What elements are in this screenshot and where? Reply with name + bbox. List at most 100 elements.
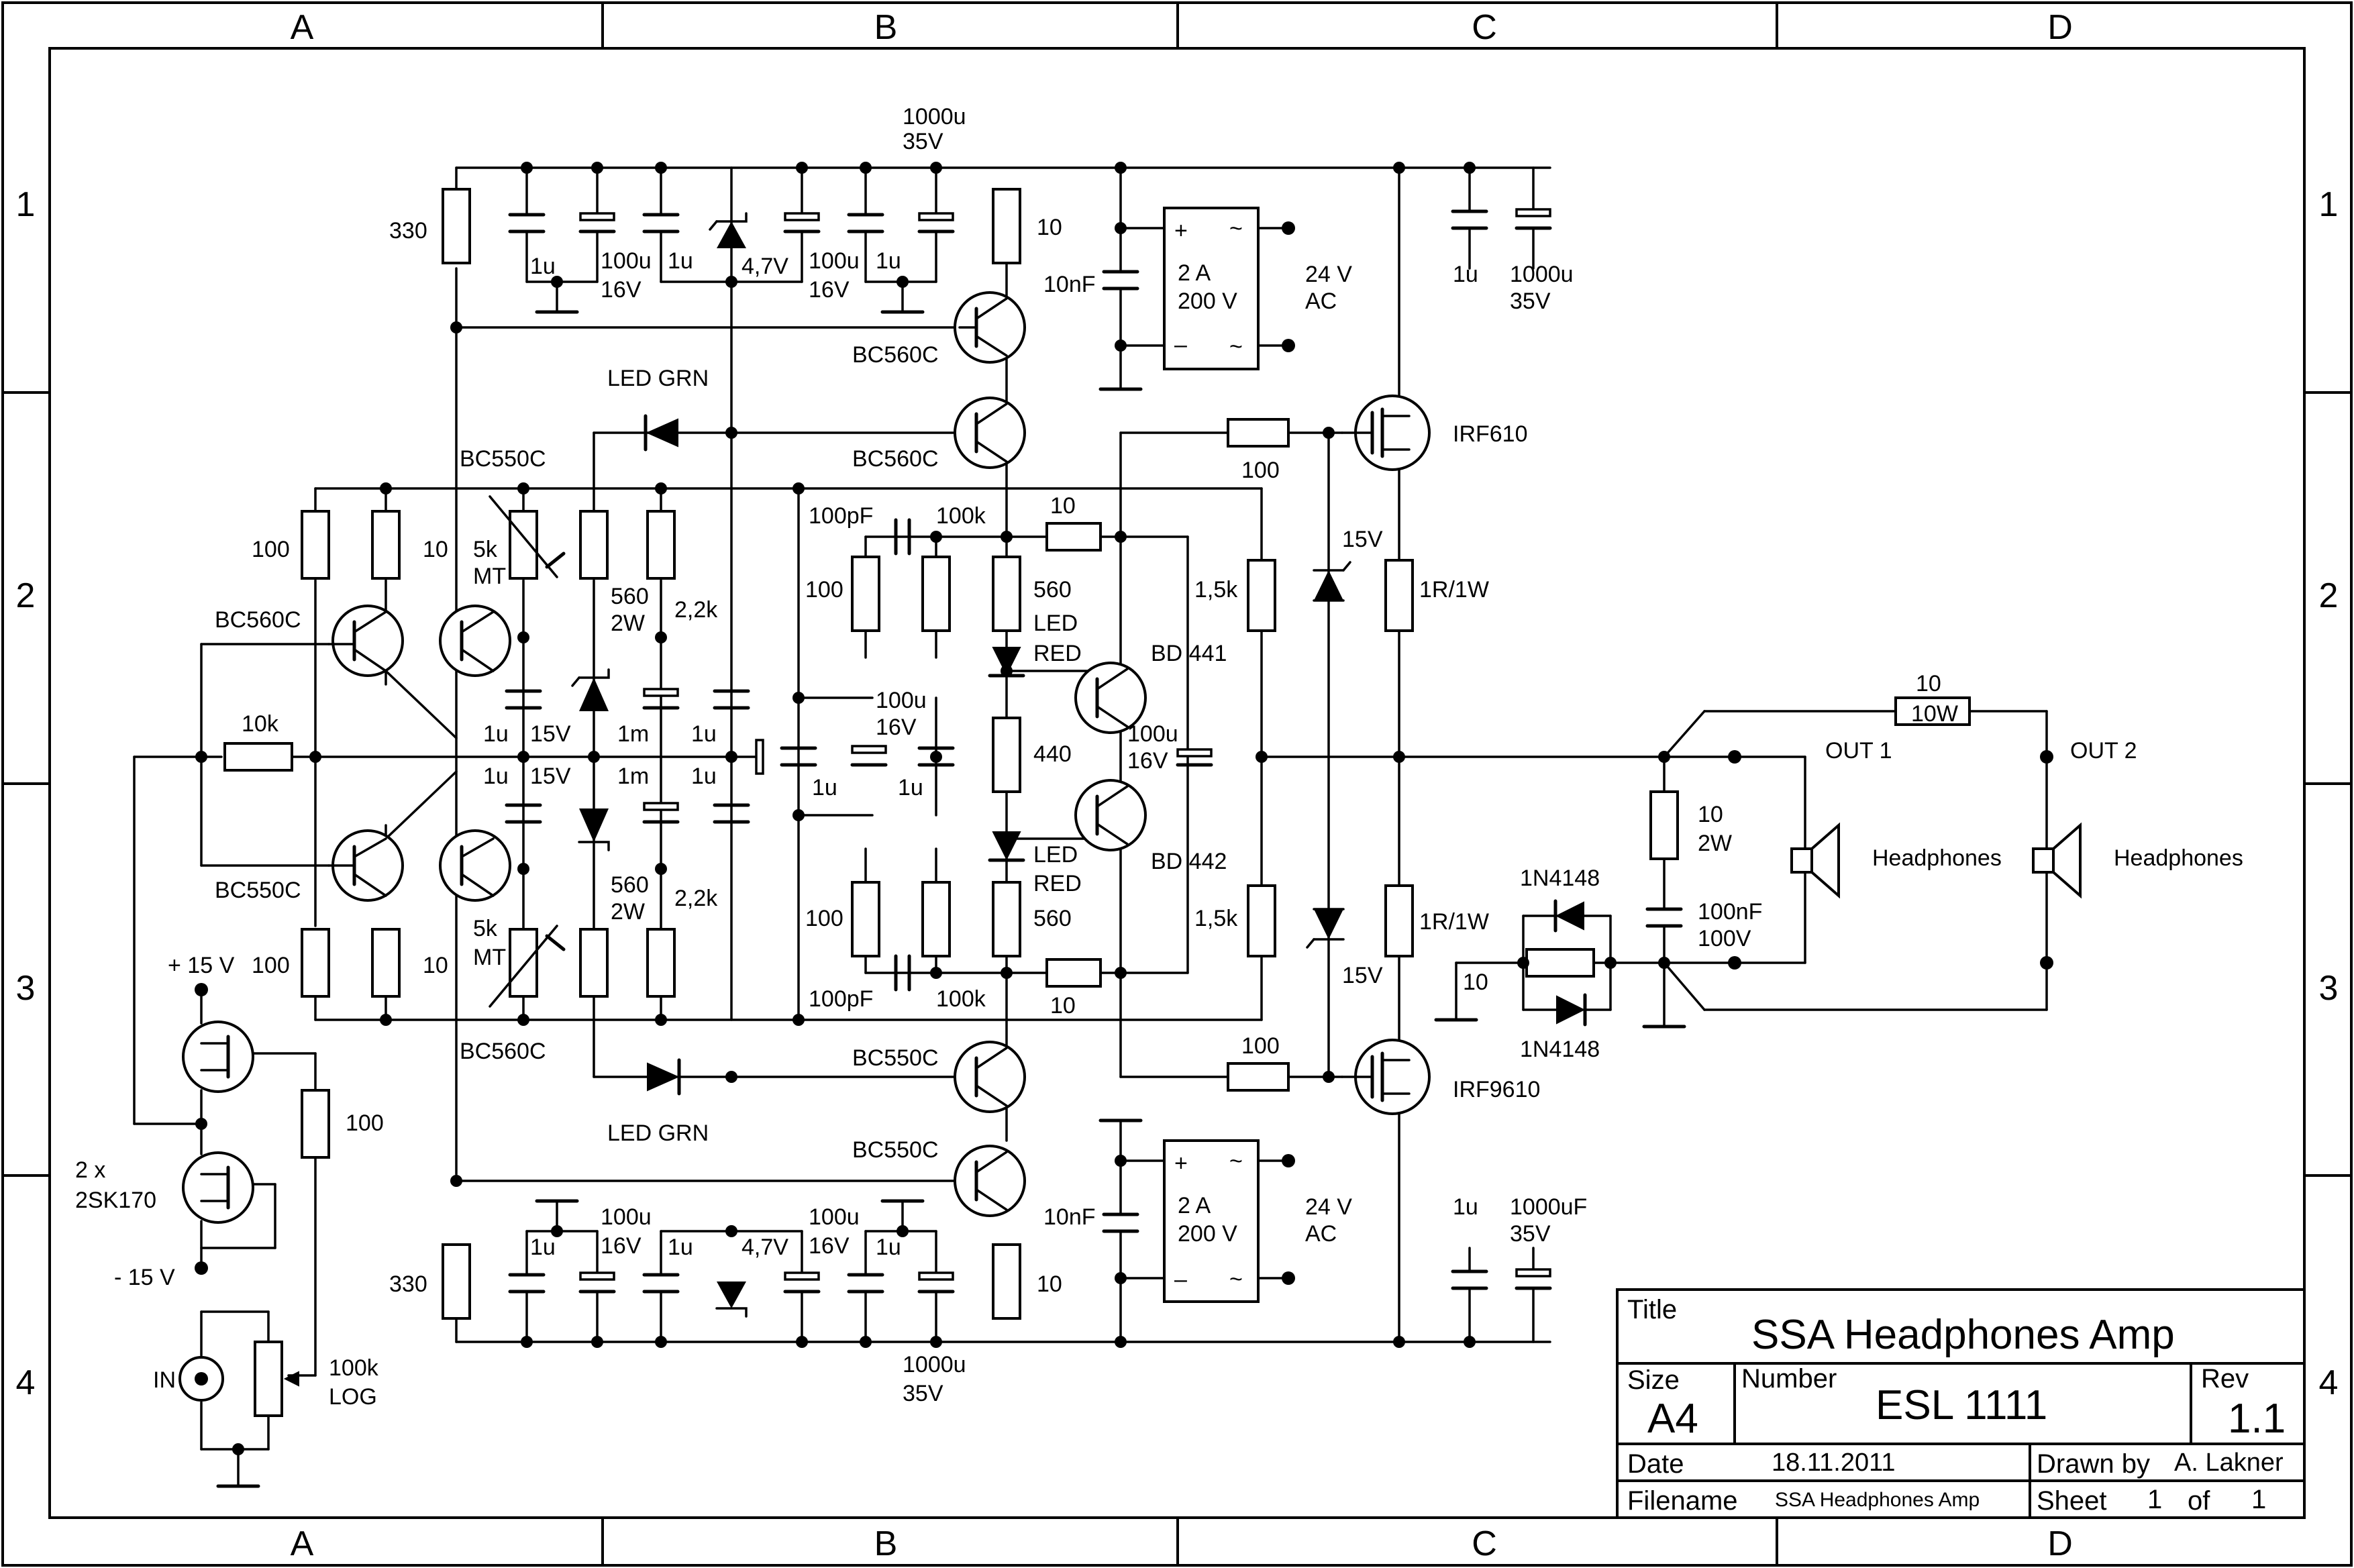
bridge-rectifier-bottom (1163, 1139, 1260, 1303)
resistor-10-10w (1894, 696, 1971, 726)
label-bc550c-reg-mid: BC550C (852, 1045, 939, 1071)
label-10-2w-a: 10 (1698, 802, 1723, 827)
resistors (223, 188, 1971, 1417)
label-plus-top: + (1174, 218, 1188, 244)
zone-row-2-right: 2 (2319, 576, 2339, 615)
resistor-1r-top (1384, 559, 1414, 632)
drawing-title: SSA Headphones Amp (1751, 1312, 2175, 1358)
label-plus-bottom: + (1174, 1151, 1188, 1176)
label-100-jfet: 100 (346, 1110, 384, 1136)
resistor-2k2-top (646, 510, 676, 580)
zone-col-c-top: C (1472, 8, 1497, 47)
transistor-bd442-icon (1074, 779, 1147, 851)
resistor-10-bottom-left (371, 928, 401, 998)
label-tilde-bottom-b: ~ (1229, 1267, 1243, 1292)
label-1n4148-bottom: 1N4148 (1520, 1037, 1600, 1062)
label-minus15: - 15 V (114, 1265, 175, 1290)
label-24v-bottom: 24 V (1305, 1194, 1352, 1220)
label-100k-bottom: 100k (936, 986, 986, 1012)
trimmer-5k-bottom (509, 928, 538, 998)
label-led-grn-bottom: LED GRN (607, 1120, 709, 1146)
label-16v-bot-a: 16V (601, 1233, 642, 1259)
label-10nf-top: 10nF (1043, 272, 1096, 297)
label-in: IN (153, 1367, 176, 1393)
label-1k5-bottom: 1,5k (1194, 906, 1238, 931)
resistor-330-top (442, 188, 471, 264)
label-16v-top-a: 16V (601, 277, 642, 303)
label-led-red-bottom-b: RED (1033, 871, 1082, 896)
component-labels: 330 330 1u 100u 16V 1u 4,7V 100u 16V 1u … (75, 104, 2243, 1410)
resistor-2k2-bottom (646, 928, 676, 998)
drawn-value: A. Lakner (2174, 1449, 2284, 1477)
transistor-bc560c-input-icon (331, 605, 404, 677)
resistor-10-feedback-top (1045, 522, 1102, 552)
transistor-bc550c-cross-icon (439, 605, 511, 677)
label-10-fb-top: 10 (1050, 493, 1076, 519)
label-35v-right-bottom: 35V (1510, 1221, 1551, 1247)
resistor-1r-bottom (1384, 884, 1414, 957)
zone-col-b-bottom: B (874, 1524, 898, 1563)
transistor-bc560c-reg-top-icon (954, 291, 1026, 364)
resistor-100-gate-top (1227, 418, 1290, 448)
resistor-1k5-top (1247, 559, 1276, 632)
date-value: 18.11.2011 (1772, 1449, 1896, 1477)
resistor-100k-mid-top (921, 556, 951, 632)
label-100-left-top: 100 (252, 537, 290, 562)
label-1m-b: 1m (617, 764, 649, 789)
transistor-bc560c-reg-mid-icon (954, 397, 1026, 469)
label-1u-right-bottom: 1u (1453, 1194, 1478, 1220)
capacitors (505, 208, 1683, 1294)
label-560-top: 560 (611, 584, 649, 609)
label-10-10w-b: 10W (1911, 701, 1958, 727)
label-1u-bot-b: 1u (668, 1235, 693, 1260)
number-value: ESL 1111 (1876, 1382, 2047, 1428)
label-100-mid-top: 100 (805, 577, 843, 603)
label-1000u-bottom: 1000u (903, 1352, 966, 1377)
label-16v-top-b: 16V (809, 277, 850, 303)
resistor-560-2w-top (579, 510, 609, 580)
resistor-330-bottom (442, 1243, 471, 1320)
resistor-100-bottom-left (301, 928, 330, 998)
label-bc550c-input: BC550C (215, 878, 301, 903)
label-1u-top-c: 1u (876, 248, 901, 274)
label-2w-top: 2W (611, 611, 645, 636)
zone-row-2-left: 2 (16, 576, 36, 615)
label-35v-right-top: 35V (1510, 289, 1551, 314)
label-out1: OUT 1 (1825, 738, 1892, 764)
headphones-2-icon (2032, 847, 2055, 874)
label-plus15: + 15 V (168, 953, 235, 978)
label-minus-bottom: – (1174, 1267, 1187, 1292)
rev-label: Rev (2201, 1364, 2249, 1394)
label-560-bottom: 560 (611, 872, 649, 898)
label-10-2w-b: 2W (1698, 831, 1732, 856)
label-1u-in-d: 1u (691, 764, 717, 789)
label-100u-boot: 100u (1127, 721, 1178, 747)
connectors (178, 822, 2082, 1402)
label-100pf-bottom: 100pF (809, 986, 873, 1012)
jfet-2sk170-bottom-icon (182, 1151, 254, 1224)
zone-col-c-bottom: C (1472, 1524, 1497, 1563)
transistor-bc560c-cross-icon (439, 829, 511, 902)
label-5k-top: 5k (473, 537, 498, 562)
resistor-440 (992, 717, 1021, 793)
label-10k: 10k (242, 711, 279, 737)
label-led-grn-top: LED GRN (607, 366, 709, 391)
label-1000u-right-top: 1000u (1510, 262, 1574, 287)
label-led-red-top-b: RED (1033, 641, 1082, 666)
label-2a-bottom: 2 A (1178, 1193, 1211, 1218)
zone-row-3-right: 3 (2319, 969, 2339, 1008)
date-label: Date (1627, 1449, 1684, 1479)
resistor-100k-mid-bottom (921, 881, 951, 957)
label-bd442: BD 442 (1151, 849, 1227, 874)
label-bc560c-input: BC560C (215, 607, 301, 633)
label-10-top: 10 (1037, 215, 1062, 240)
label-15v-gate-top: 15V (1342, 527, 1383, 552)
zone-row-4-right: 4 (2319, 1363, 2339, 1402)
label-15v-gate-bottom: 15V (1342, 963, 1383, 988)
led-red-bottom-icon (992, 831, 1021, 861)
label-24v-top: 24 V (1305, 262, 1352, 287)
resistor-100-gate-bottom (1227, 1062, 1290, 1092)
label-200v-bottom: 200 V (1178, 1221, 1237, 1247)
